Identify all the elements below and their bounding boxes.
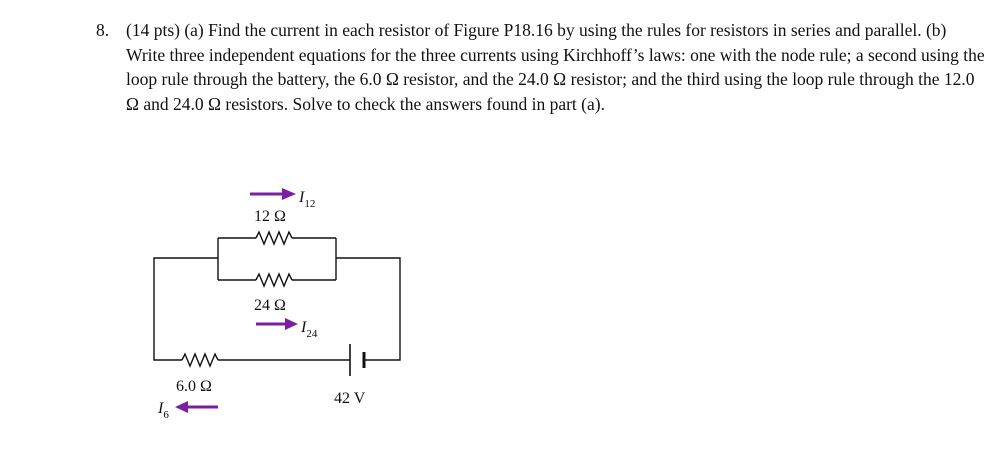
resistor-6-label: 6.0 Ω <box>176 378 212 395</box>
battery-symbol <box>349 344 366 376</box>
battery-voltage-label: 42 V <box>334 390 366 407</box>
problem-text: (14 pts) (a) Find the current in each re… <box>126 20 985 114</box>
arrow-i24-head <box>285 318 298 330</box>
arrow-i6-head <box>175 401 188 413</box>
right-wire <box>336 257 401 361</box>
resistor-12-label: 12 Ω <box>254 208 286 225</box>
arrow-i6 <box>175 401 218 413</box>
left-wire <box>153 257 218 361</box>
arrow-i24 <box>256 318 298 330</box>
circuit-wires <box>153 230 401 368</box>
current-i6-subscript: 6 <box>163 409 169 421</box>
arrow-i12-head <box>282 188 296 200</box>
current-i24-symbol: I <box>300 319 307 336</box>
current-i6-symbol: I <box>157 400 164 417</box>
current-i12-symbol: I <box>298 189 305 206</box>
current-i12-subscript: 12 <box>304 198 315 210</box>
problem-number: 8. <box>96 20 110 40</box>
current-i6-label: I6 <box>157 400 169 421</box>
resistor-24-symbol <box>255 272 293 288</box>
resistor-24-label: 24 Ω <box>254 297 286 314</box>
arrow-i12 <box>250 188 296 200</box>
current-i12-label: I12 <box>298 189 315 210</box>
current-i24-label: I24 <box>300 319 318 340</box>
problem-statement: 8. (14 pts) (a) Find the current in each… <box>96 18 986 116</box>
current-i24-subscript: 24 <box>306 328 318 340</box>
resistor-6-symbol <box>181 352 219 368</box>
resistor-12-symbol <box>255 230 293 246</box>
